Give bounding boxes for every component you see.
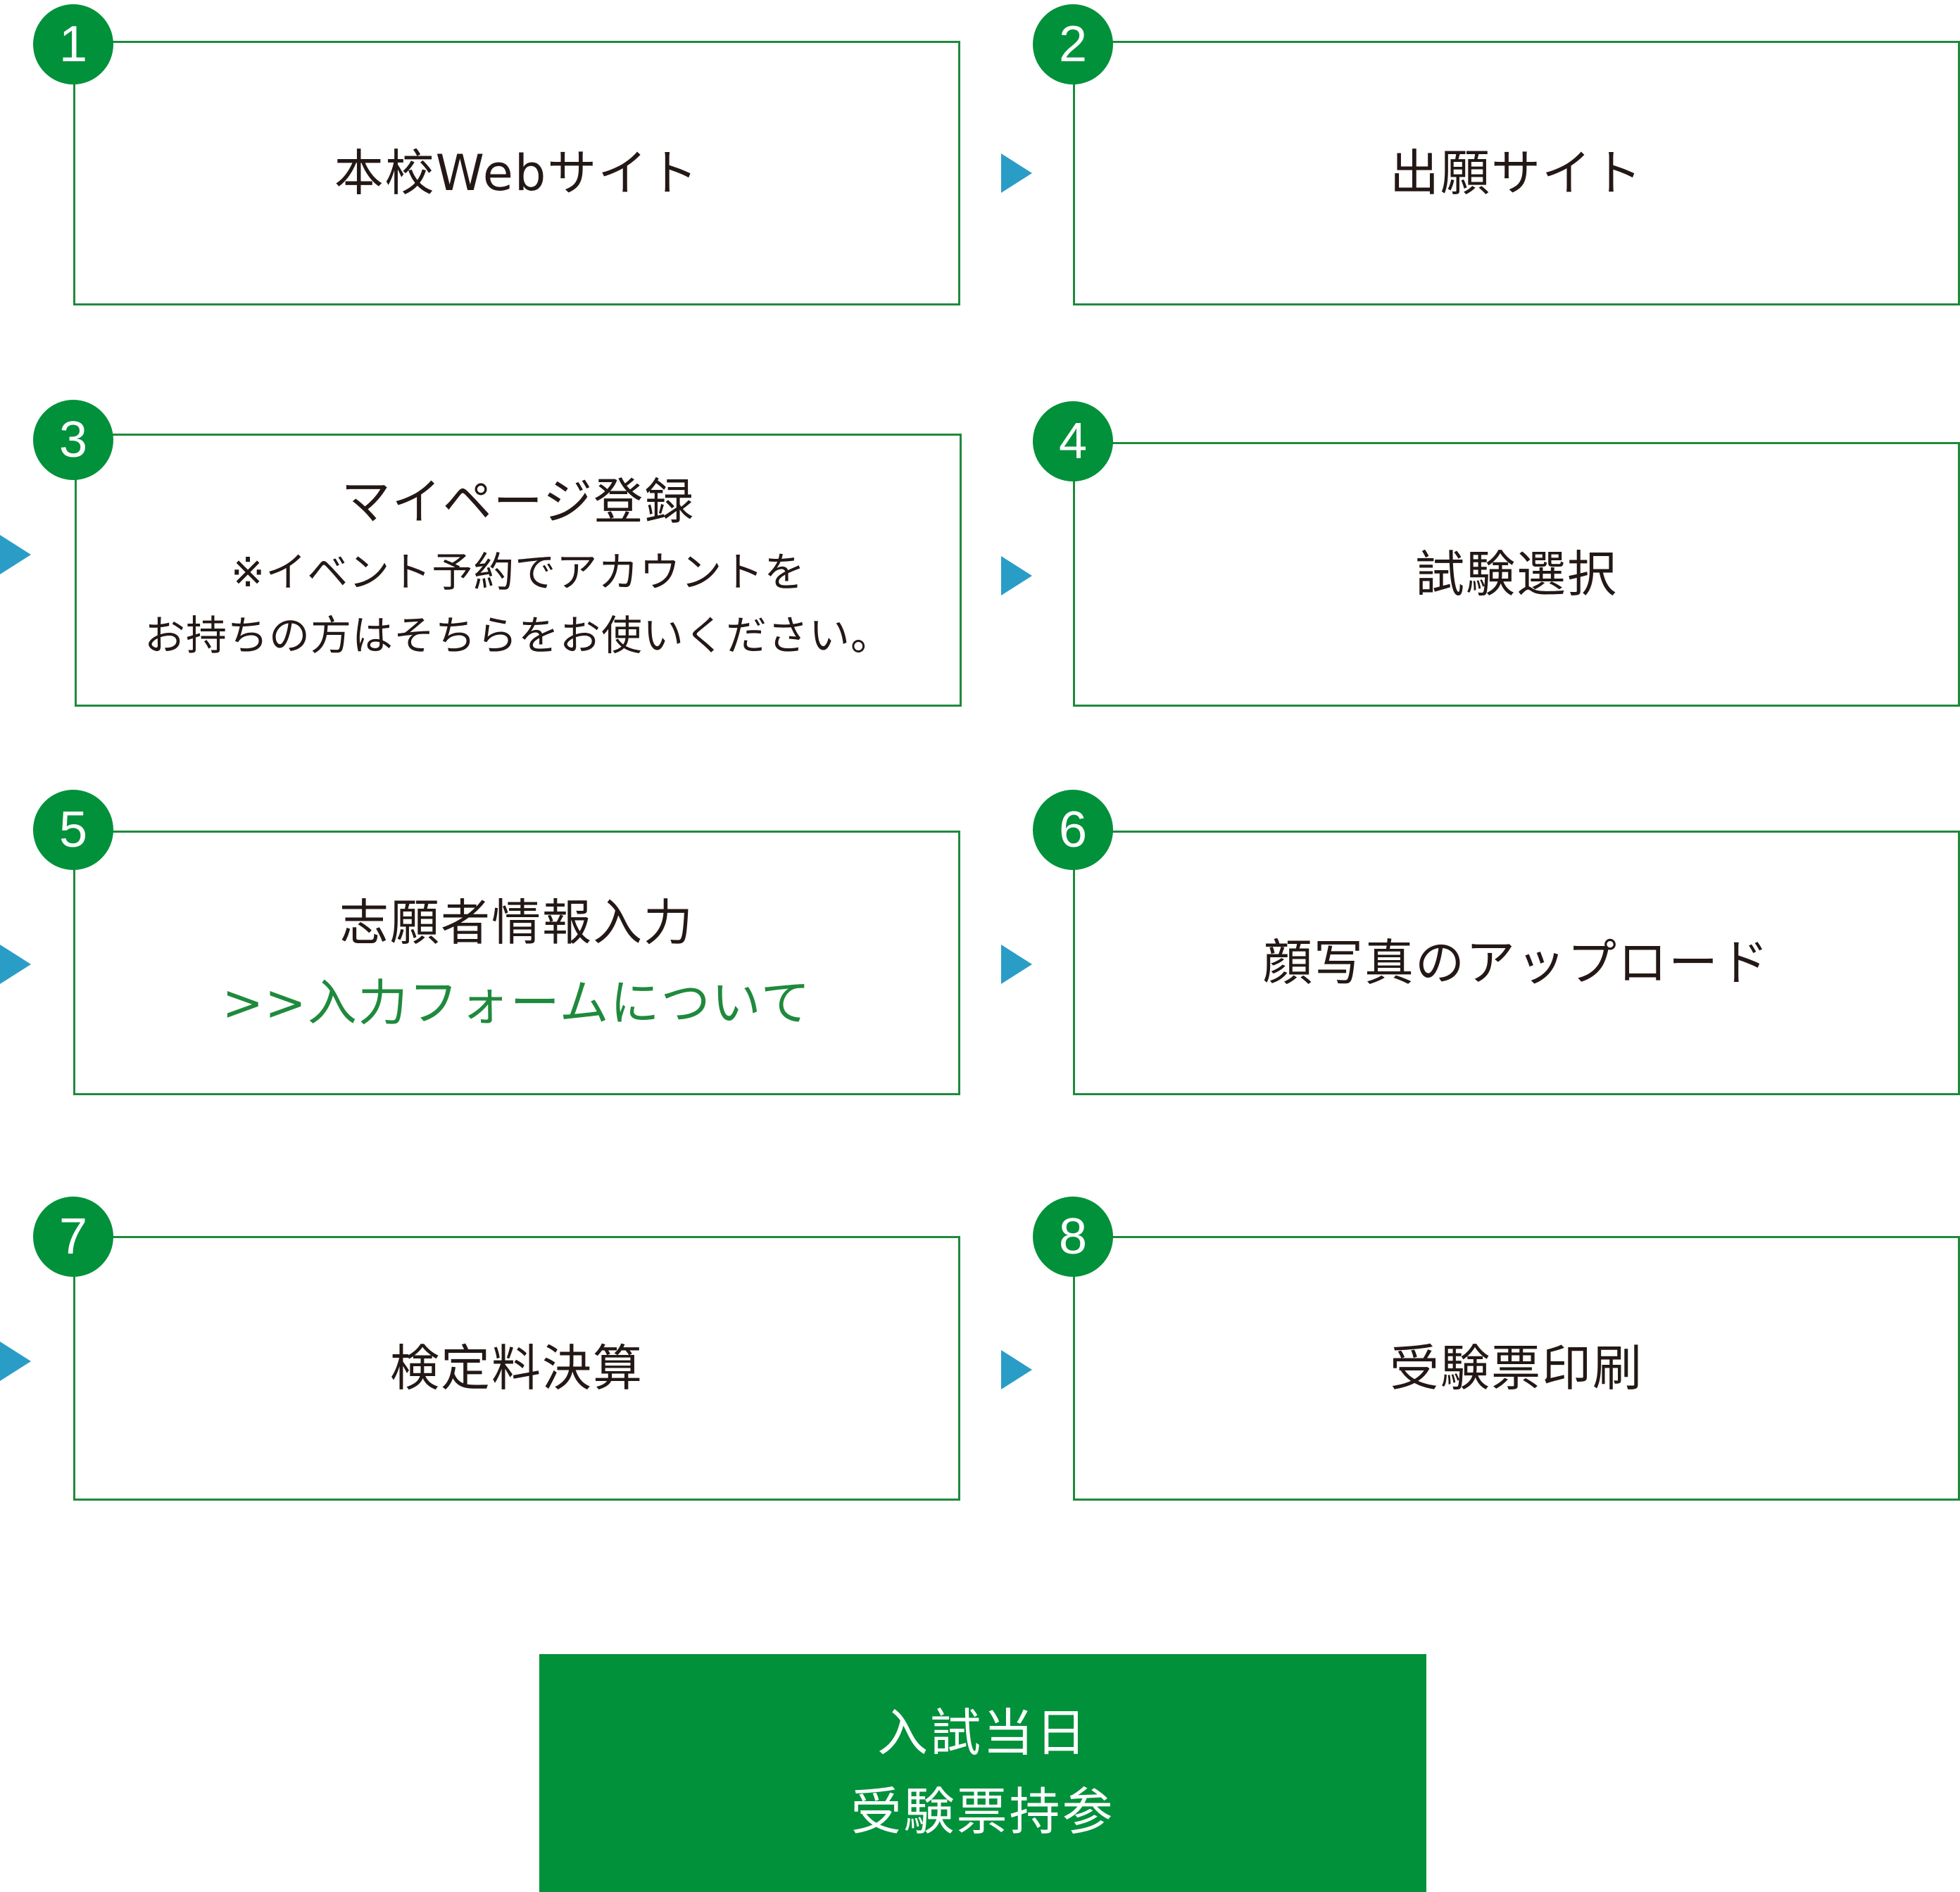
step-8-box: 受験票印刷	[1073, 1236, 1960, 1501]
flow-arrow-icon	[1001, 153, 1032, 193]
step-2-number-badge: 2	[1033, 4, 1113, 84]
flow-arrow-icon	[1001, 945, 1032, 984]
step-1-number-badge: 1	[33, 4, 113, 84]
step-3-box: マイページ登録 ※イベント予約でアカウントを お持ちの方はそちらをお使いください…	[75, 434, 962, 707]
flow-arrow-icon	[1001, 556, 1032, 595]
step-2-title: 出願サイト	[1390, 144, 1643, 202]
step-3-note-line-2: お持ちの方はそちらをお使いください。	[144, 612, 892, 660]
exam-day-title: 入試当日	[877, 1703, 1088, 1763]
step-7-title: 検定料決算	[390, 1339, 643, 1397]
step-7-number-badge: 7	[33, 1197, 113, 1277]
flow-arrow-icon	[0, 535, 31, 574]
step-6-box: 顔写真のアップロード	[1073, 831, 1960, 1095]
step-1-box: 本校Webサイト	[73, 41, 960, 305]
step-6-number-badge: 6	[1033, 790, 1113, 870]
step-2-box: 出願サイト	[1073, 41, 1960, 305]
flow-arrow-icon	[0, 945, 31, 984]
step-5-number-badge: 5	[33, 790, 113, 870]
step-8-title: 受験票印刷	[1390, 1339, 1643, 1397]
step-6-title: 顔写真のアップロード	[1263, 934, 1770, 992]
exam-day-subtitle: 受験票持参	[850, 1782, 1115, 1841]
step-3-number-badge: 3	[33, 400, 113, 480]
step-8-number-badge: 8	[1033, 1197, 1113, 1277]
exam-day-box: 入試当日 受験票持参	[539, 1654, 1426, 1892]
step-5-title: 志願者情報入力	[339, 894, 694, 952]
step-4-title: 試験選択	[1415, 545, 1618, 603]
step-1-title: 本校Webサイト	[334, 144, 700, 202]
flow-arrow-icon	[0, 1342, 31, 1381]
step-4-box: 試験選択	[1073, 442, 1960, 707]
flow-arrow-icon	[1001, 1350, 1032, 1389]
step-3-note-line-1: ※イベント予約でアカウントを	[230, 548, 806, 597]
step-3-title: マイページ登録	[341, 473, 696, 531]
step-4-number-badge: 4	[1033, 401, 1113, 481]
step-7-box: 検定料決算	[73, 1236, 960, 1501]
input-form-info-link[interactable]: >>入力フォームについて	[222, 974, 812, 1032]
step-5-box: 志願者情報入力 >>入力フォームについて	[73, 831, 960, 1095]
